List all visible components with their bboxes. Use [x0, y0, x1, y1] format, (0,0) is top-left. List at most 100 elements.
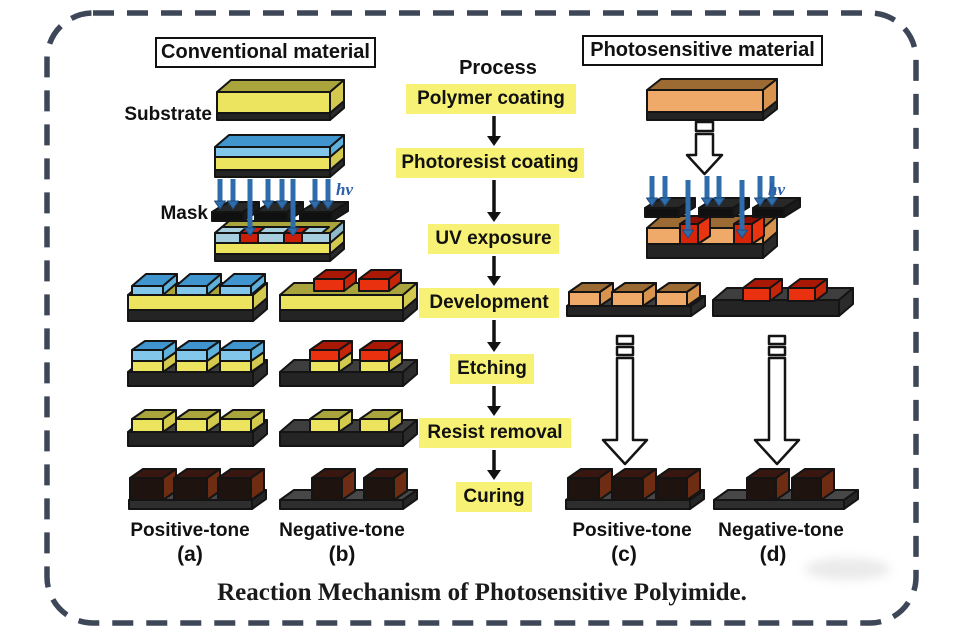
slab-front-face	[279, 499, 404, 510]
slab-front-face	[655, 477, 688, 501]
exposed-stack-left	[214, 220, 345, 262]
cured-b	[279, 468, 418, 510]
slab-front-face	[173, 477, 208, 501]
cured-a	[128, 468, 267, 510]
slab-front-face	[646, 111, 764, 121]
slab-front-face	[644, 207, 680, 218]
arrow-segment	[767, 345, 787, 357]
uv-arrows-left	[214, 179, 334, 237]
slab-front-face	[746, 477, 777, 501]
exposed-stack-right	[646, 215, 778, 259]
slab-front-face	[712, 299, 840, 317]
slab-front-face	[216, 91, 331, 114]
hollow-arrow	[601, 356, 649, 466]
slab-front-face	[565, 499, 691, 510]
arrow-segment	[694, 120, 715, 133]
uv-arrow-head	[766, 197, 778, 207]
uv-arrow-head	[262, 200, 274, 210]
figure-caption: Reaction Mechanism of Photosensitive Pol…	[217, 579, 747, 606]
slab-front-face	[219, 349, 252, 362]
tone-sub-a: (a)	[177, 543, 203, 566]
slab-front-face	[127, 294, 254, 311]
uv-arrow-head	[276, 200, 288, 210]
step-development: Development	[419, 288, 559, 318]
slab-front-face	[217, 477, 252, 501]
slab-front-face	[279, 371, 404, 387]
slab-front-face	[129, 477, 164, 501]
hv-label-right: hν	[768, 180, 785, 199]
photosensitive-material-title: Photosensitive material	[582, 35, 823, 66]
flow-arrow-head	[487, 276, 501, 286]
slab-front-face	[279, 431, 404, 447]
substrate-block	[216, 79, 345, 121]
flow-arrow-head	[487, 212, 501, 222]
pspi-film	[646, 78, 778, 121]
dev-negative-d	[712, 278, 854, 317]
uv-arrow-head	[713, 197, 725, 207]
resist-removal-a	[127, 409, 268, 447]
uv-arrow-head	[244, 227, 256, 237]
slab-front-face	[128, 499, 253, 510]
slab-top-face	[646, 78, 778, 91]
dev-positive-c	[566, 282, 706, 317]
slab-front-face	[358, 278, 390, 292]
watermark-smudge	[805, 558, 890, 580]
slab-front-face	[655, 291, 688, 307]
slab-front-face	[175, 285, 208, 296]
slab-front-face	[214, 253, 331, 262]
slab-front-face	[611, 477, 644, 501]
slab-front-face	[127, 309, 254, 322]
hollow-arrow	[753, 356, 801, 466]
slab-front-face	[279, 294, 404, 311]
slab-front-face	[359, 418, 390, 433]
slab-front-face	[219, 418, 252, 433]
uv-arrows-right	[646, 176, 778, 239]
slab-front-face	[787, 287, 816, 302]
uv-arrow-head	[322, 200, 334, 210]
slab-front-face	[646, 243, 764, 259]
slab-front-face	[309, 360, 340, 373]
slab-front-face	[752, 207, 785, 218]
slab-front-face	[568, 291, 601, 307]
flow-arrow-head	[487, 470, 501, 480]
slab-front-face	[359, 349, 390, 362]
flow-arrow-head	[487, 342, 501, 352]
hollow-arrow	[685, 132, 724, 176]
uv-arrow-head	[701, 197, 713, 207]
slab-front-face	[299, 211, 333, 222]
slab-front-face	[698, 207, 734, 218]
uv-arrow-head	[287, 227, 299, 237]
uv-arrow-head	[214, 200, 226, 210]
slab-front-face	[131, 285, 164, 296]
slab-front-face	[311, 477, 343, 501]
etch-positive-a	[127, 340, 268, 387]
slab-front-face	[175, 418, 208, 433]
tone-label-d: Negative-tone	[718, 520, 844, 541]
cured-d	[713, 468, 859, 510]
uv-arrow-head	[646, 197, 658, 207]
slab-front-face	[211, 211, 244, 222]
slab-front-face	[567, 477, 600, 501]
tone-sub-d: (d)	[759, 543, 787, 566]
step-uv-exposure: UV exposure	[428, 224, 559, 254]
uv-arrow-head	[659, 197, 671, 207]
step-photoresist-coating: Photoresist coating	[396, 148, 584, 178]
uv-arrow-head	[682, 229, 694, 239]
slab-front-face	[216, 112, 331, 121]
coated-stack	[214, 134, 345, 178]
tone-label-c: Positive-tone	[572, 520, 692, 541]
slab-front-face	[131, 349, 164, 362]
dashed-border	[44, 10, 919, 626]
process-header: Process	[459, 57, 537, 79]
slab-front-face	[219, 360, 252, 373]
arrow-segment	[615, 334, 635, 346]
slab-front-face	[363, 477, 395, 501]
arrow-segment	[767, 334, 787, 346]
transfer-arrow-c	[601, 334, 649, 466]
dev-negative-b	[279, 269, 418, 322]
slab-front-face	[127, 371, 254, 387]
slab-front-face	[219, 285, 252, 296]
tone-sub-b: (b)	[328, 543, 356, 566]
tone-label-b: Negative-tone	[279, 520, 405, 541]
